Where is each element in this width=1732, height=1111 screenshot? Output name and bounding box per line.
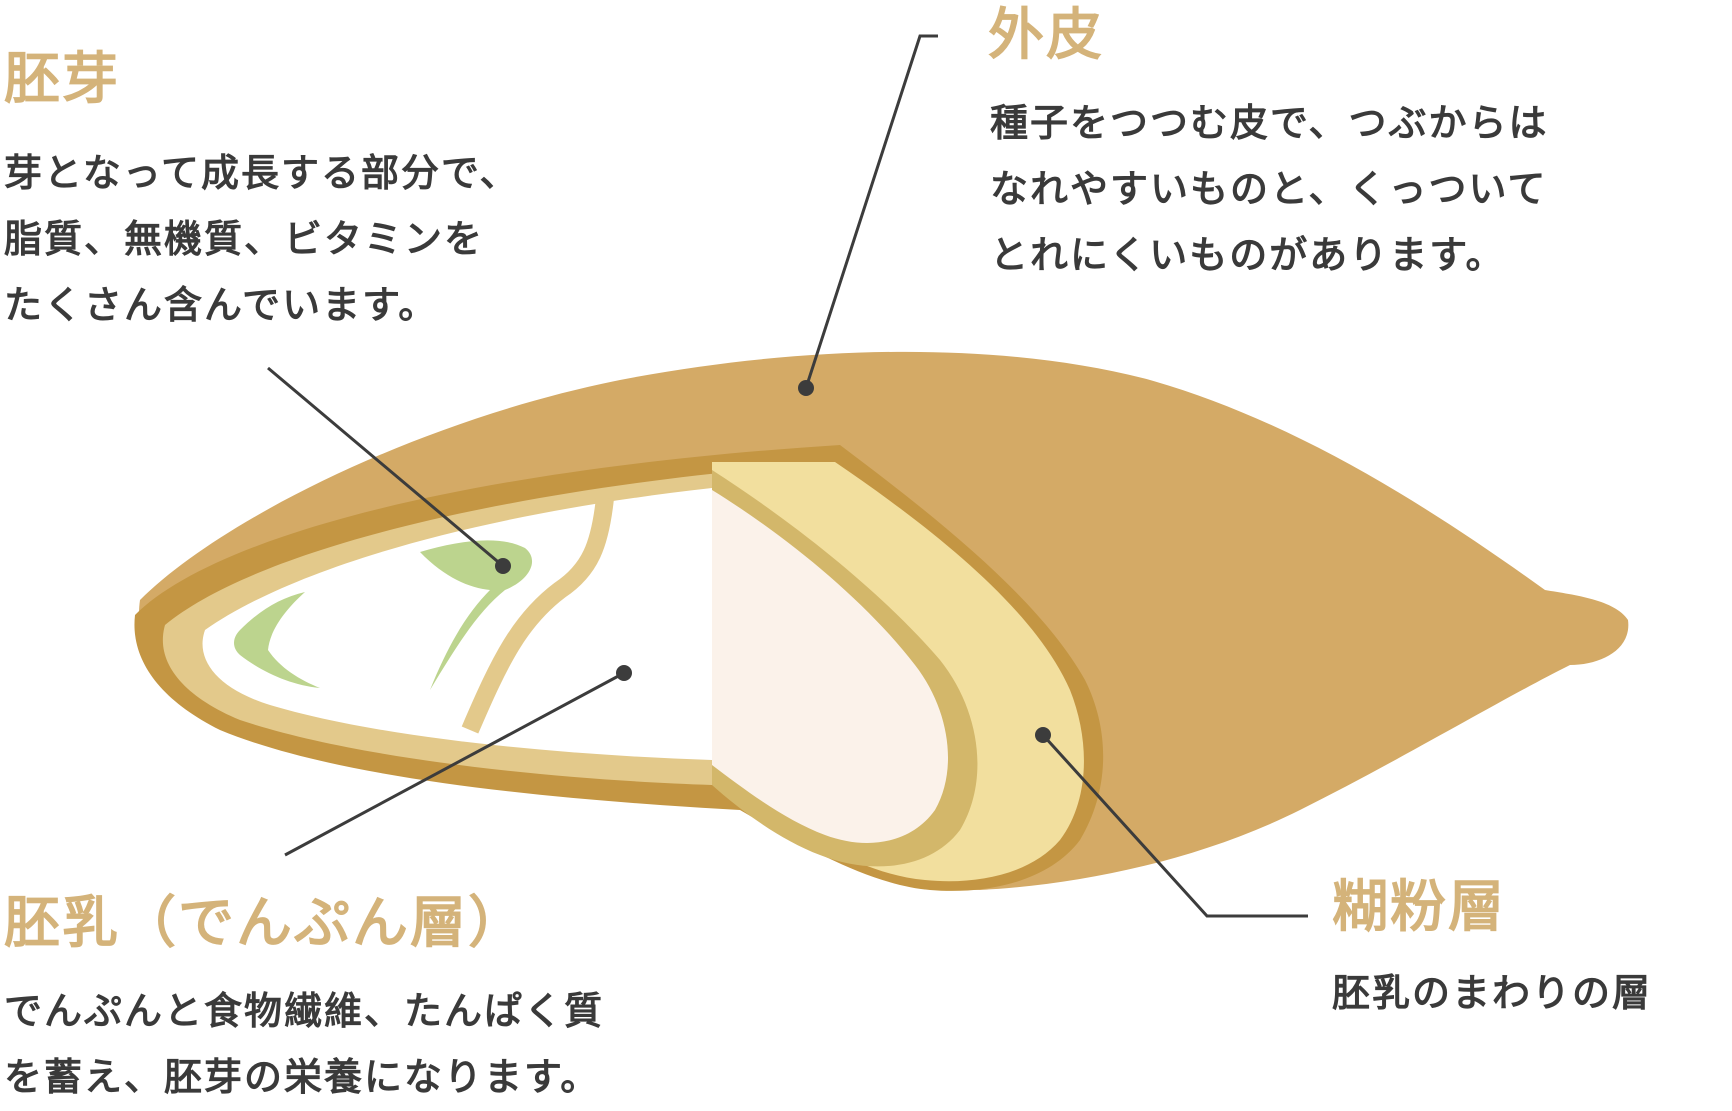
aleurone-title: 糊粉層 [1332,875,1506,940]
aleurone-desc-line-1: 胚乳のまわりの層 [1332,971,1653,1015]
endosperm-desc-line-1: でんぷんと食物繊維、たんぱく質 [4,989,605,1033]
leader-aleurone [1041,733,1308,918]
leader-germ [267,366,504,568]
endosperm-title: 胚乳（でんぷん層） [4,891,526,956]
leader-dot-husk [798,380,814,396]
germ-desc-line-2: 脂質、無機質、ビタミンを [4,217,485,261]
germ-desc-line-3: たくさん含んでいます。 [4,283,439,327]
scutellum-line [461,497,614,734]
germ-desc-line-1: 芽となって成長する部分で、 [4,151,520,195]
leader-dot-germ [495,558,511,574]
husk-title: 外皮 [988,3,1104,68]
endosperm-face [712,490,949,843]
leader-lines [267,34,1308,918]
husk-desc-line-2: なれやすいものと、くっついて [990,167,1548,211]
germ-leaf-1 [420,540,533,690]
husk-desc-line-3: とれにくいものがあります。 [990,233,1506,277]
endosperm-desc-line-2: を蓄え、胚芽の栄養になります。 [4,1055,601,1099]
husk-desc-line-1: 種子をつつむ皮で、つぶからは [990,101,1549,145]
endosperm-description: でんぷんと食物繊維、たんぱく質 を蓄え、胚芽の栄養になります。 [4,978,604,1110]
germ-description: 芽となって成長する部分で、 脂質、無機質、ビタミンを たくさん含んでいます。 [4,140,519,338]
leader-dot-endosperm [616,665,632,681]
husk-description: 種子をつつむ皮で、つぶからは なれやすいものと、くっついて とれにくいものがあり… [990,90,1548,288]
leader-husk [804,34,938,389]
leader-dots [495,380,1051,743]
leader-endosperm [284,671,625,857]
germ-title: 胚芽 [4,47,120,112]
leader-dot-aleurone [1035,727,1051,743]
germ-leaf-2 [234,592,320,688]
aleurone-description: 胚乳のまわりの層 [1332,960,1652,1026]
germ-leaf-3 [455,546,510,580]
